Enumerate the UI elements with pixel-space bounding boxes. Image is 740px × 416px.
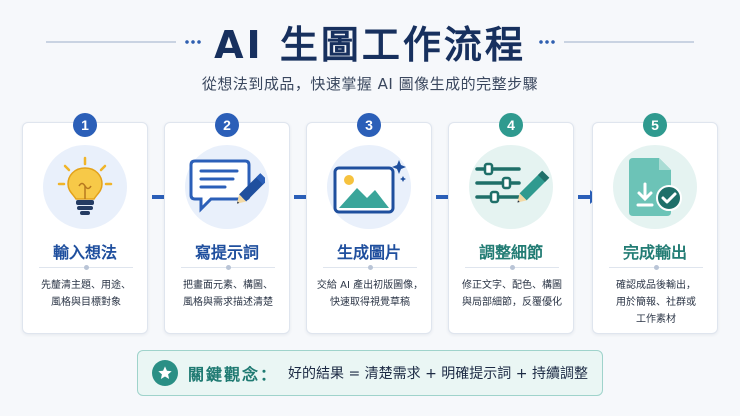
step-desc-1-line2: 風格與目標對象 xyxy=(51,297,121,308)
step-desc-4-line2: 與局部細節，反覆優化 xyxy=(462,297,562,308)
step-number-5: 5 xyxy=(643,113,667,137)
key-concept-banner: 關鍵觀念： 好的結果 = 清楚需求 + 明確提示詞 + 持續調整 xyxy=(137,350,603,396)
step-desc-5-line2: 用於簡報、社群或 xyxy=(616,297,696,308)
header: AI 生圖工作流程 從想法到成品，快速掌握 AI 圖像生成的完整步驟 xyxy=(0,14,740,94)
step-label-4: 調整細節 xyxy=(478,243,543,262)
step-number-3: 3 xyxy=(357,113,381,137)
step-divider-3 xyxy=(323,265,417,270)
workflow-steps: 1 輸入想法 先釐清主題、用途、 風格與目標對 xyxy=(22,112,718,336)
step-label-3: 生成圖片 xyxy=(336,243,401,262)
step-desc-1-line1: 先釐清主題、用途、 xyxy=(41,280,131,291)
page-subtitle: 從想法到成品，快速掌握 AI 圖像生成的完整步驟 xyxy=(201,75,539,93)
step-label-2: 寫提示詞 xyxy=(194,243,259,262)
step-divider-4 xyxy=(465,265,559,270)
step-card-3: 3 生成圖片 交給 AI 產出初版圖像， 快速取得視覺草稿 xyxy=(306,113,432,334)
step-desc-4-line1: 修正文字、配色、構圖 xyxy=(462,280,562,291)
step-desc-3: 交給 AI 產出初版圖像， 快速取得視覺草稿 xyxy=(313,277,427,311)
prompt-pencil-icon xyxy=(185,145,269,229)
page-title: AI 生圖工作流程 xyxy=(214,23,526,67)
step-number-4: 4 xyxy=(499,113,523,137)
step-desc-3-line1: 交給 AI 產出初版圖像， xyxy=(316,280,424,291)
step-card-2: 2 寫提示詞 把畫面元素、構圖、 風格與需求描述清楚 xyxy=(164,113,290,334)
step-card-4: 4 調整細節 修正文字、配色、構 xyxy=(448,113,574,334)
step-desc-5: 確認成品後輸出， 用於簡報、社群或 工作素材 xyxy=(599,277,713,328)
step-number-2: 2 xyxy=(215,113,239,137)
step-desc-3-line2: 快速取得視覺草稿 xyxy=(330,297,410,308)
step-label-5: 完成輸出 xyxy=(622,243,687,262)
key-concept-text: 好的結果 = 清楚需求 + 明確提示詞 + 持續調整 xyxy=(288,366,588,382)
step-desc-2-line2: 風格與需求描述清楚 xyxy=(183,297,273,308)
star-icon xyxy=(152,360,179,386)
title-decor-left xyxy=(46,38,203,45)
step-desc-5-line3: 工作素材 xyxy=(636,314,676,325)
document-check-icon xyxy=(613,145,697,229)
step-card-1: 1 輸入想法 先釐清主題、用途、 風格與目標對 xyxy=(22,113,148,334)
step-desc-1: 先釐清主題、用途、 風格與目標對象 xyxy=(29,277,143,311)
step-label-1: 輸入想法 xyxy=(52,243,117,262)
lightbulb-icon xyxy=(43,145,127,229)
step-desc-4: 修正文字、配色、構圖 與局部細節，反覆優化 xyxy=(455,277,569,311)
title-row: AI 生圖工作流程 xyxy=(0,14,740,69)
step-divider-2 xyxy=(181,265,275,270)
step-number-1: 1 xyxy=(73,113,97,137)
sliders-pencil-icon xyxy=(469,145,553,229)
key-concept-label: 關鍵觀念： xyxy=(188,365,279,384)
title-decor-right xyxy=(537,38,694,45)
step-desc-5-line1: 確認成品後輸出， xyxy=(616,280,696,291)
step-desc-2-line1: 把畫面元素、構圖、 xyxy=(183,280,273,291)
step-divider-5 xyxy=(609,265,703,270)
step-desc-2: 把畫面元素、構圖、 風格與需求描述清楚 xyxy=(171,277,285,311)
step-divider-1 xyxy=(39,265,133,270)
step-card-5: 5 完成輸出 確認成品後輸出， 用於簡報、社群或 工作素材 xyxy=(592,113,718,334)
image-icon xyxy=(327,145,411,229)
